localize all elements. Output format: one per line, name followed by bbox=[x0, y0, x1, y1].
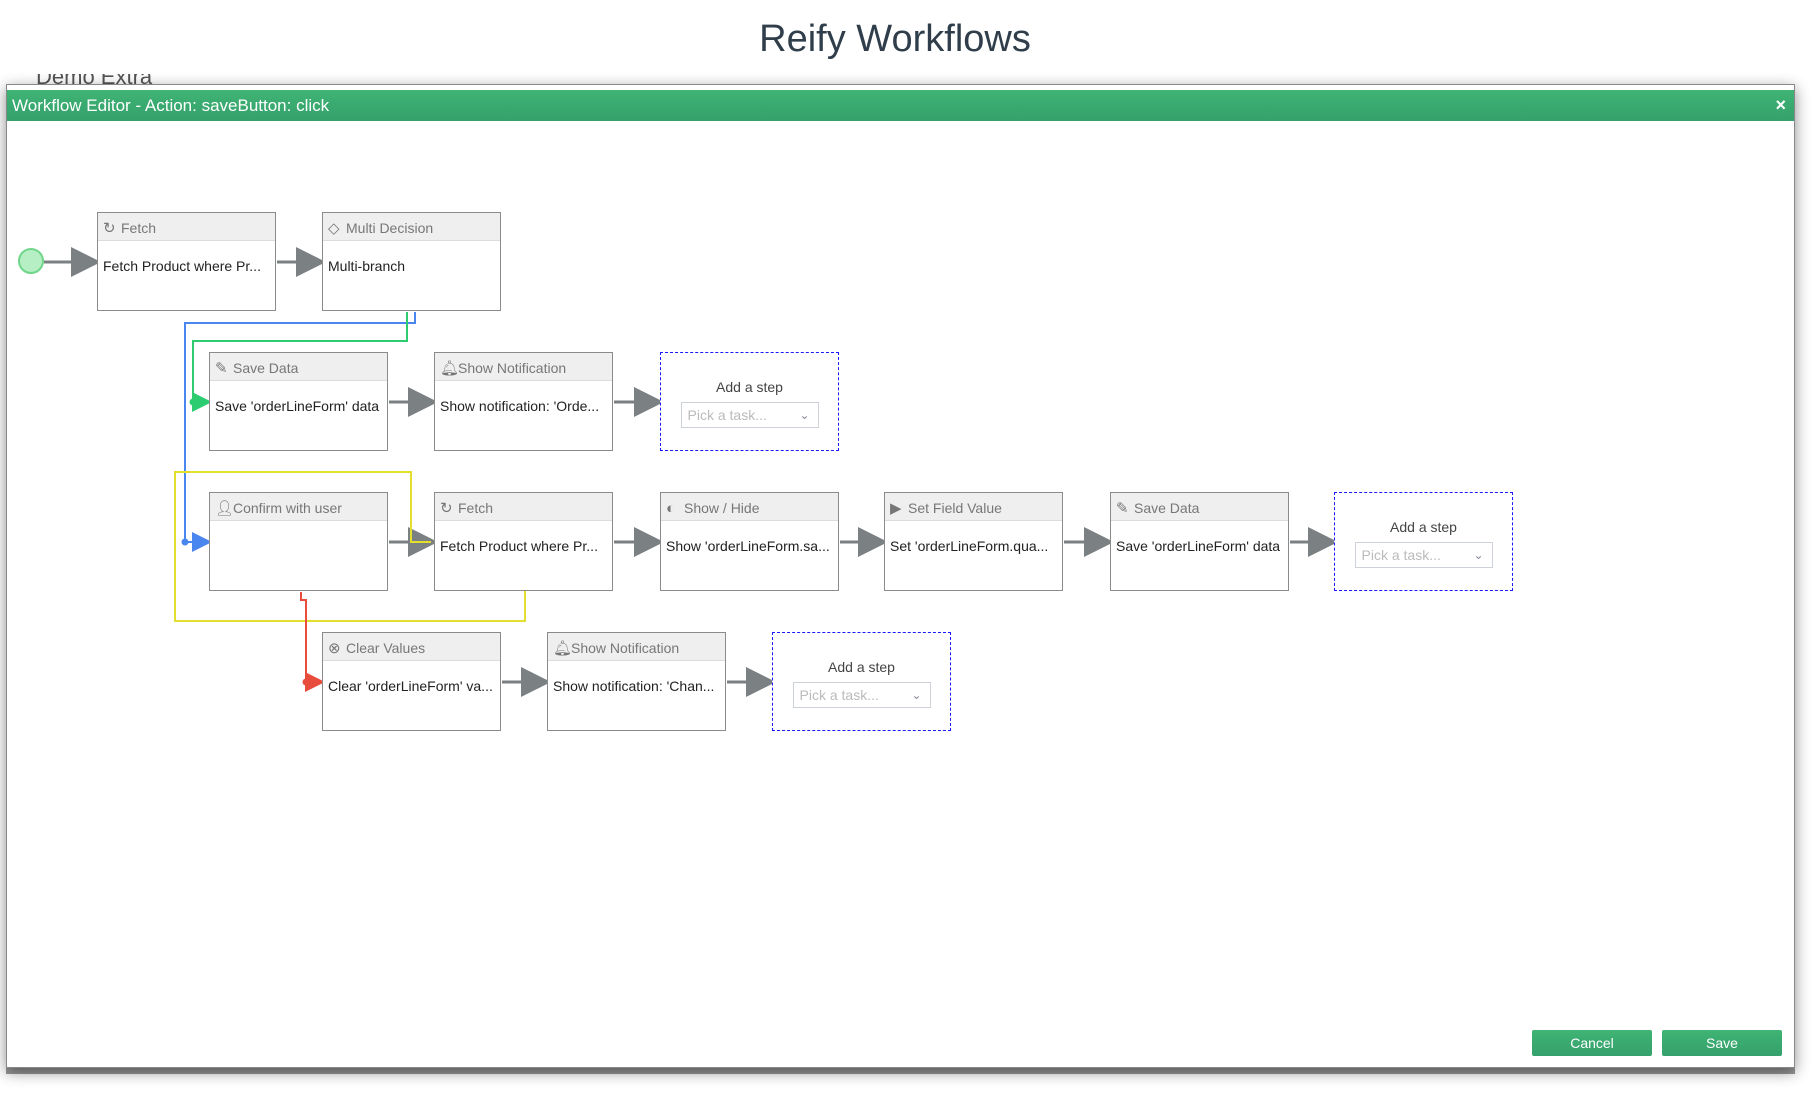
background-strip bbox=[6, 1066, 1795, 1074]
play-circle-icon: ▶ bbox=[890, 500, 902, 517]
step-description: Fetch Product where Pr... bbox=[103, 258, 261, 274]
save-button[interactable]: Save bbox=[1662, 1030, 1782, 1056]
step-header: 🔔︎Show Notification bbox=[548, 633, 725, 661]
step-header: 👤︎Confirm with user bbox=[210, 493, 387, 521]
x-circle-icon: ⊗ bbox=[328, 640, 341, 657]
step-description: Show notification: 'Orde... bbox=[440, 398, 600, 414]
cancel-button[interactable]: Cancel bbox=[1532, 1030, 1652, 1056]
step-type: Save Data bbox=[1134, 500, 1200, 516]
step-description: Save 'orderLineForm' data bbox=[1116, 538, 1281, 554]
step-description: Fetch Product where Pr... bbox=[440, 538, 598, 554]
step-type: Show / Hide bbox=[684, 500, 760, 516]
chevron-down-icon: ⌄ bbox=[911, 688, 922, 702]
step-type: Clear Values bbox=[346, 640, 426, 656]
step-description: Show 'orderLineForm.sa... bbox=[666, 538, 830, 554]
red-branch-dot bbox=[302, 678, 310, 686]
green-branch-wire bbox=[192, 312, 408, 412]
close-icon[interactable]: × bbox=[1775, 95, 1786, 115]
yellow-loop-wire bbox=[174, 471, 526, 622]
refresh-icon: ↻ bbox=[103, 220, 116, 237]
step-header: ↻ Fetch bbox=[98, 213, 275, 241]
pick-task-select[interactable]: Pick a task... ⌄ bbox=[1354, 542, 1493, 568]
start-node[interactable] bbox=[18, 248, 44, 274]
refresh-icon: ↻ bbox=[440, 500, 453, 517]
background-app: Demo Extra bbox=[6, 74, 1795, 86]
step-header: ◇ Multi Decision bbox=[323, 213, 500, 241]
step-type: Fetch bbox=[121, 220, 157, 236]
step-type: Set Field Value bbox=[908, 500, 1002, 516]
step-header: ✎ Save Data bbox=[1111, 493, 1288, 521]
dialog-header: Workflow Editor - Action: saveButton: cl… bbox=[7, 90, 1794, 121]
step-header: ▶ Set Field Value bbox=[885, 493, 1062, 521]
step-type: Confirm with user bbox=[233, 500, 342, 516]
pick-task-placeholder: Pick a task... bbox=[1361, 547, 1441, 563]
green-branch-dot bbox=[189, 398, 197, 406]
chevron-down-icon: ⌄ bbox=[1473, 548, 1484, 562]
step-header: ✎ Save Data bbox=[210, 353, 387, 381]
step-type: Save Data bbox=[233, 360, 299, 376]
step-header: ⊗ Clear Values bbox=[323, 633, 500, 661]
add-step-label: Add a step bbox=[716, 379, 783, 395]
pencil-icon: ✎ bbox=[1116, 500, 1129, 517]
chevron-down-icon: ⌄ bbox=[799, 408, 810, 422]
step-description: Save 'orderLineForm' data bbox=[215, 398, 380, 414]
step-description: Show notification: 'Chan... bbox=[553, 678, 715, 694]
user-check-icon: 👤︎ bbox=[215, 500, 235, 517]
diamond-icon: ◇ bbox=[328, 220, 340, 237]
bell-icon: 🔔︎ bbox=[553, 640, 573, 657]
pick-task-select[interactable]: Pick a task... ⌄ bbox=[680, 402, 819, 428]
step-type: Show Notification bbox=[571, 640, 680, 656]
bell-icon: 🔔︎ bbox=[440, 360, 460, 377]
background-app-name: Demo Extra bbox=[36, 74, 152, 86]
step-confirm-with-user[interactable]: 👤︎Confirm with user bbox=[209, 492, 388, 591]
step-type: Show Notification bbox=[458, 360, 567, 376]
step-type: Multi Decision bbox=[346, 220, 434, 236]
add-step-label: Add a step bbox=[828, 659, 895, 675]
blue-branch-wire bbox=[184, 312, 416, 552]
step-description: Clear 'orderLineForm' va... bbox=[328, 678, 493, 694]
step-header: ◐ Show / Hide bbox=[661, 493, 838, 521]
connectors bbox=[44, 247, 1338, 697]
step-description: Multi-branch bbox=[328, 258, 406, 274]
add-step-label: Add a step bbox=[1390, 519, 1457, 535]
red-branch-wire bbox=[300, 592, 325, 692]
page-title: Reify Workflows bbox=[759, 18, 1031, 60]
step-type: Fetch bbox=[458, 500, 494, 516]
pencil-icon: ✎ bbox=[215, 360, 228, 377]
eye-slash-icon: ◐ bbox=[666, 500, 676, 517]
pick-task-select[interactable]: Pick a task... ⌄ bbox=[792, 682, 931, 708]
blue-branch-dot bbox=[181, 538, 189, 546]
step-header: 🔔︎Show Notification bbox=[435, 353, 612, 381]
step-description: Set 'orderLineForm.qua... bbox=[890, 538, 1049, 554]
pick-task-placeholder: Pick a task... bbox=[799, 687, 879, 703]
pick-task-placeholder: Pick a task... bbox=[687, 407, 767, 423]
step-header: ↻ Fetch bbox=[435, 493, 612, 521]
dialog-title: Workflow Editor - Action: saveButton: cl… bbox=[12, 96, 330, 115]
